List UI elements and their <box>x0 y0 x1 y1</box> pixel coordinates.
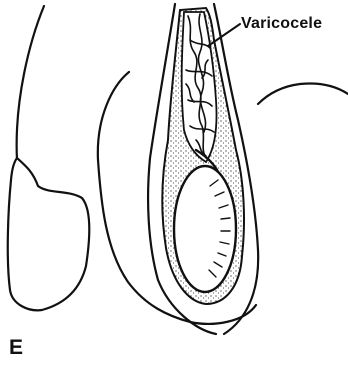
thigh-outline <box>17 6 44 160</box>
testis <box>174 166 236 292</box>
panel-letter: E <box>9 336 23 360</box>
varicocele-label: Varicocele <box>241 15 322 33</box>
right-leg-outline <box>258 83 348 104</box>
penis-outline <box>8 158 90 310</box>
